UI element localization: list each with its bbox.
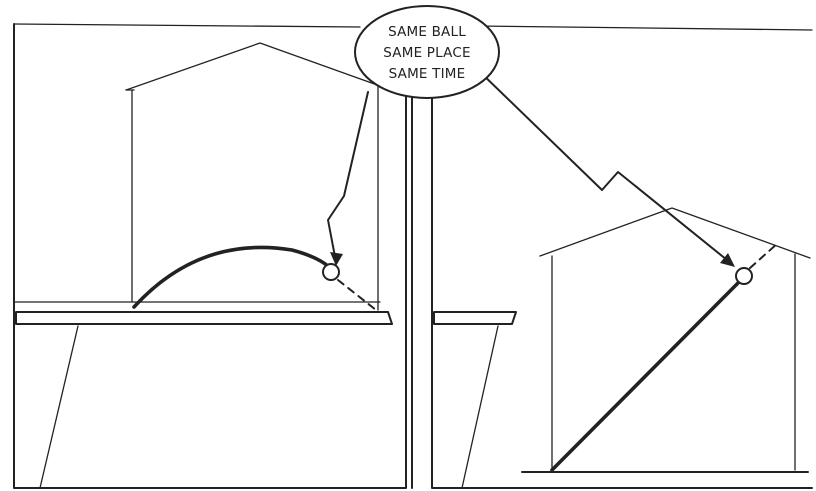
left-ball — [323, 264, 339, 280]
right-ball — [736, 268, 752, 284]
callout-line-2: SAME PLACE — [383, 45, 470, 61]
right-ball-trajectory — [552, 283, 738, 470]
right-frame-top-edge — [476, 26, 812, 30]
right-frame — [432, 26, 812, 488]
left-house-roof — [126, 43, 380, 90]
left-frame — [14, 24, 412, 488]
left-table — [16, 312, 392, 488]
left-callout-arrow — [328, 92, 368, 262]
right-frame-border — [432, 30, 812, 488]
callout-line-1: SAME BALL — [388, 24, 466, 40]
left-table-leg — [40, 326, 78, 488]
left-ball-trajectory-continued — [338, 280, 376, 310]
callout-line-3: SAME TIME — [389, 66, 466, 82]
left-frame-top-edge — [14, 24, 360, 27]
right-house — [522, 208, 810, 472]
right-ball-trajectory-continued — [750, 243, 778, 268]
left-table-top — [16, 312, 392, 324]
callout: SAME BALL SAME PLACE SAME TIME — [328, 6, 735, 267]
right-table-top — [434, 312, 516, 324]
right-table — [434, 312, 516, 488]
right-table-leg — [462, 326, 498, 488]
right-callout-arrow — [478, 70, 732, 264]
left-ball-trajectory — [134, 247, 329, 307]
